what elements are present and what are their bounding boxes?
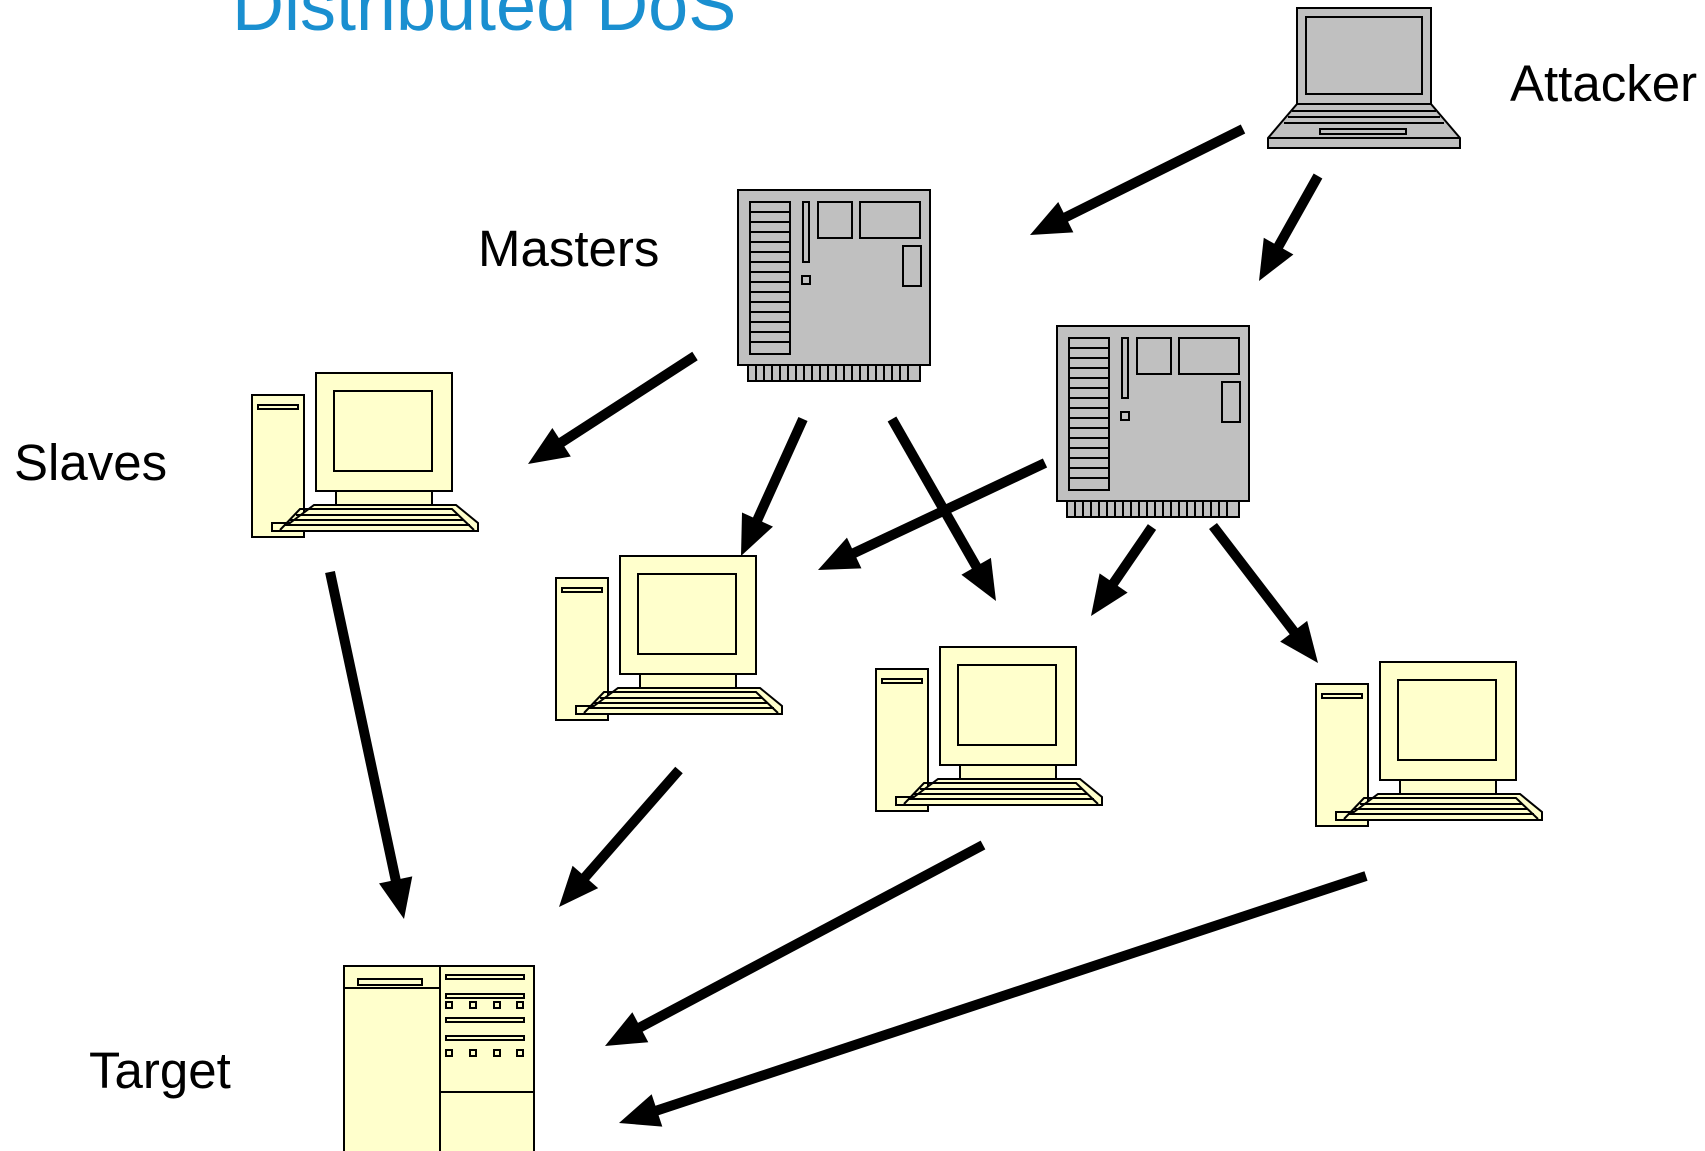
arrow-shaft — [1273, 173, 1323, 251]
arrow-attacker-to-master-2 — [1259, 173, 1323, 281]
target-label: Target — [89, 1042, 231, 1099]
arrow-head — [961, 557, 996, 601]
slave-1-desktop-icon — [251, 372, 479, 538]
target-tower-server-icon — [343, 965, 535, 1151]
attacker-laptop-icon — [1267, 7, 1461, 149]
arrow-head — [741, 512, 773, 556]
arrows-layer — [325, 124, 1368, 1127]
arrow-shaft — [580, 766, 683, 882]
arrow-head — [528, 428, 571, 464]
diagram-title: Distributed DoS — [232, 0, 736, 46]
arrow-slave-2-to-target — [559, 766, 683, 907]
arrow-head — [379, 876, 413, 919]
arrow-master-2-to-slave-2 — [818, 458, 1048, 570]
arrow-head — [605, 1012, 649, 1046]
arrow-slave-4-to-target — [619, 871, 1368, 1127]
arrow-shaft — [752, 416, 808, 524]
arrow-master-1-to-slave-1 — [528, 351, 698, 464]
arrow-attacker-to-master-1 — [1030, 124, 1246, 235]
arrow-shaft — [653, 871, 1368, 1116]
master-1-server-icon — [737, 189, 931, 382]
arrow-slave-3-to-target — [605, 840, 986, 1046]
slaves-label: Slaves — [14, 434, 167, 491]
arrow-master-2-to-slave-3 — [1091, 524, 1157, 616]
slave-4-desktop-icon — [1315, 661, 1543, 827]
arrow-head — [559, 865, 599, 907]
arrow-shaft — [887, 416, 982, 571]
arrow-head — [818, 537, 862, 570]
attacker-label: Attacker — [1510, 55, 1697, 112]
arrow-head — [1030, 201, 1074, 235]
arrow-shaft — [636, 840, 986, 1033]
arrow-shaft — [850, 458, 1048, 559]
arrow-master-1-to-slave-3 — [887, 416, 996, 601]
arrow-head — [1259, 237, 1294, 281]
arrow-shaft — [557, 351, 698, 448]
masters-label: Masters — [478, 220, 659, 277]
arrow-master-1-to-slave-2 — [741, 416, 808, 556]
arrow-slave-1-to-target — [325, 570, 413, 919]
arrow-shaft — [325, 570, 401, 883]
master-2-server-icon — [1056, 325, 1250, 518]
arrow-head — [619, 1094, 663, 1127]
arrow-shaft — [1108, 524, 1157, 588]
arrow-master-2-to-slave-4 — [1209, 522, 1318, 663]
arrow-shaft — [1209, 522, 1299, 636]
arrow-head — [1280, 620, 1318, 663]
slave-2-desktop-icon — [555, 555, 783, 721]
arrow-head — [1091, 573, 1128, 616]
arrow-shaft — [1061, 124, 1246, 223]
slave-3-desktop-icon — [875, 646, 1103, 812]
